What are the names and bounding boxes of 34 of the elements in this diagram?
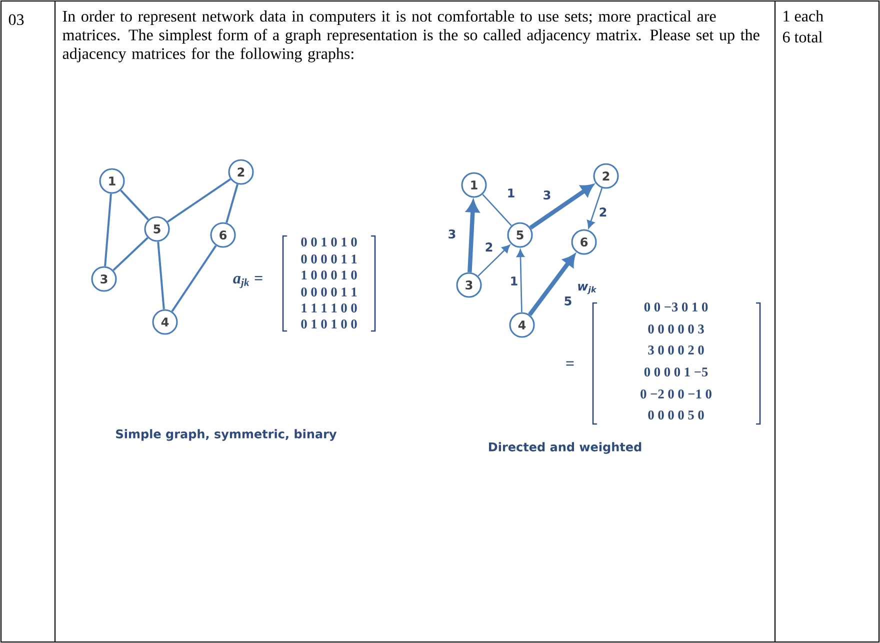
matrix-row: 0 0 0 0 5 0 <box>648 410 704 420</box>
arrow <box>528 254 576 316</box>
edge-label: 3 <box>544 190 550 200</box>
matrix-row: 3 0 0 0 2 0 <box>648 346 704 354</box>
edge-label: 2 <box>486 242 492 252</box>
matrix-row: 0 0 0 0 0 3 <box>648 324 704 334</box>
graph-caption: Simple graph, symmetric, binary <box>116 429 337 441</box>
matrix-row: 0 0 0 0 1 −5 <box>644 368 708 376</box>
edge-label: 5 <box>564 296 572 306</box>
arrow <box>529 184 594 230</box>
matrix-row: 1 0 0 0 1 0 <box>302 270 357 280</box>
question-text: In order to represent network data in computers it is not comfortable to use sets; more practical are matrices. The simplest form of a graph representation is the so called adjacency matrix. Please set up the adjacency matrices for the following graphs: <box>62 10 760 62</box>
matrix-row: 1 1 1 1 0 0 <box>302 304 357 312</box>
matrix-row: 0 0 −3 0 1 0 <box>644 302 708 312</box>
graph-caption: Directed and weighted <box>489 442 642 454</box>
arrow <box>478 244 510 277</box>
matrix-row: 0 0 1 0 1 0 <box>301 238 357 246</box>
arrow <box>516 249 524 312</box>
matrix-row: 0 1 0 1 0 0 <box>301 320 357 328</box>
question-number: 03 <box>8 14 24 26</box>
edge-label: 3 <box>448 229 456 239</box>
points-label: 6 total <box>782 31 822 43</box>
arrow <box>587 188 603 229</box>
matrix-row: 0 −2 0 0 −1 0 <box>640 390 712 398</box>
matrix-row: 0 0 0 0 1 1 <box>301 288 357 296</box>
matrix-symbol: w$_{jk}$ <box>578 284 597 294</box>
edge-label: 1 <box>508 188 514 198</box>
equals-sign: = <box>566 361 574 366</box>
matrix-row: 0 0 0 0 1 1 <box>301 254 357 264</box>
edge-label: 2 <box>600 208 606 216</box>
points-label: 1 each <box>784 10 824 22</box>
arrow <box>466 200 479 272</box>
matrix-symbol: a$_{jk}$ = <box>233 276 262 288</box>
edge-label: 1 <box>511 276 518 286</box>
